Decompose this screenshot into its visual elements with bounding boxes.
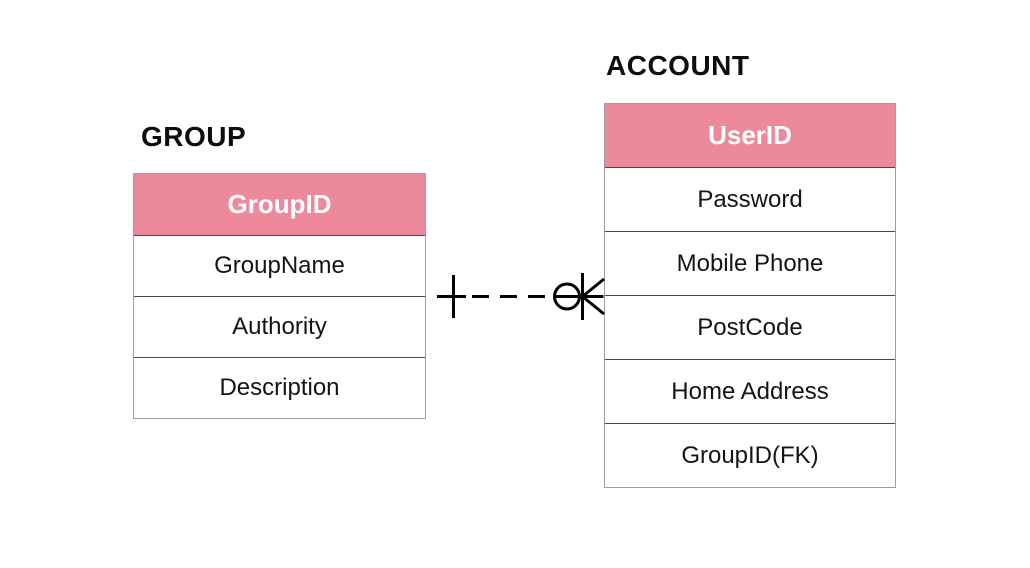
group-entity-title: GROUP	[141, 121, 247, 152]
entity-attribute-row: Mobile Phone	[605, 231, 895, 295]
entity-attribute-row: Password	[605, 167, 895, 231]
entity-attribute-row: GroupName	[134, 235, 425, 296]
crow-foot-lower-prong	[581, 295, 605, 316]
entity-attribute-row: Home Address	[605, 359, 895, 423]
entity-attribute-row: GroupID(FK)	[605, 423, 895, 487]
account-entity-title: ACCOUNT	[606, 50, 750, 81]
entity-attribute-row: PostCode	[605, 295, 895, 359]
entity-attribute-row: Authority	[134, 296, 425, 357]
group-primary-key-cell: GroupID	[134, 174, 425, 235]
entity-attribute-row: Description	[134, 357, 425, 418]
cardinality-zero-marker	[553, 282, 581, 311]
crow-foot-upper-prong	[581, 277, 605, 298]
account-primary-key-cell: UserID	[605, 104, 895, 167]
